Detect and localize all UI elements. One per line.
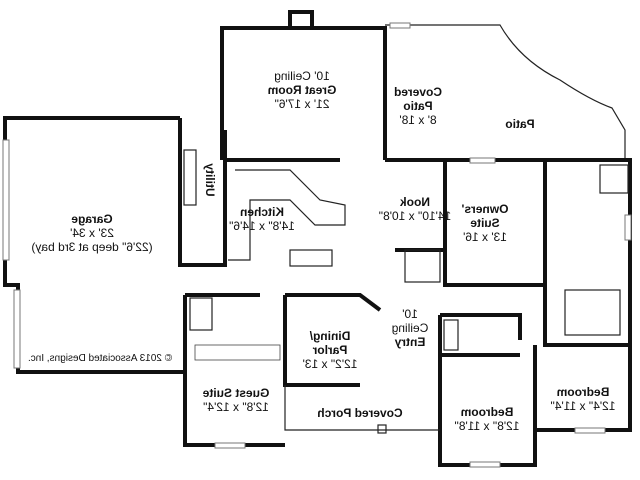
entry-ceiling: 10': [402, 307, 418, 321]
dining-label: Dining/: [309, 329, 350, 343]
window: [469, 461, 501, 468]
owners-suite-walls: [443, 160, 545, 287]
hall-bath-walls: [438, 313, 522, 357]
garage-door: [2, 139, 10, 261]
owners-suite-label-2: Suite: [470, 216, 500, 230]
great-room-size: 21' x 17'6": [275, 97, 330, 111]
bedroom-2-size: 12'8" x 11'8": [455, 419, 520, 433]
bathtub: [443, 319, 459, 351]
covered-patio-label-2: Patio: [403, 99, 432, 113]
window: [574, 427, 606, 434]
garage-walls: [3, 116, 185, 374]
garage-size: 23' x 34': [70, 226, 114, 240]
patio-outline: [385, 24, 626, 160]
kitchen-size: 14'8" x 14'6": [229, 219, 295, 233]
garage-door: [13, 289, 21, 369]
dining-label-2: Parlor: [312, 343, 347, 357]
kitchen-counter: [228, 169, 346, 261]
fireplace: [288, 10, 314, 30]
utility-walls: [178, 118, 227, 267]
window: [214, 442, 246, 449]
great-room-ceiling: 10' Ceiling: [274, 69, 330, 83]
entry-label: Entry: [394, 335, 425, 349]
window: [469, 157, 496, 164]
kitchen-island: [289, 249, 333, 267]
nook-label: Nook: [400, 195, 430, 209]
garage-note: (22'6" deep at 3rd bay): [31, 240, 152, 254]
entry-ceiling-2: Ceiling: [392, 321, 429, 335]
master-bath-walls: [543, 160, 630, 347]
nook-size: 14'10" x 10'8": [379, 209, 452, 223]
patio-label: Patio: [505, 117, 534, 131]
garage-label: Garage: [71, 212, 113, 226]
guest-suite-label: Guest Suite: [202, 386, 269, 400]
covered-porch-outline: [284, 385, 440, 431]
covered-patio-label: Covered: [394, 85, 442, 99]
covered-patio-size: 8' x 18': [399, 113, 436, 127]
great-room-label: Great Room: [268, 83, 337, 97]
guest-closet: [194, 344, 281, 361]
guest-suite-walls: [183, 295, 285, 447]
shower: [599, 164, 629, 194]
window: [624, 214, 632, 241]
owners-suite-label: Owners': [461, 202, 508, 216]
porch-post: [377, 424, 387, 434]
bedroom-3-label: Bedroom: [557, 385, 610, 399]
great-room-walls: [220, 26, 387, 160]
guest-suite-size: 12'8" x 12'4": [203, 400, 269, 414]
dining-size: 12'2" x 13': [303, 357, 358, 371]
closet: [564, 289, 621, 336]
bedroom-2-label: Bedroom: [461, 405, 514, 419]
bedroom-3-size: 12'4" x 11'4": [551, 399, 616, 413]
utility-label: Utility: [203, 163, 217, 197]
window: [389, 22, 411, 29]
powder-bath: [404, 249, 441, 283]
covered-porch-label: Covered Porch: [317, 406, 402, 420]
kitchen-label: Kitchen: [240, 205, 284, 219]
copyright: © 2013 Associated Designs, Inc.: [28, 353, 172, 364]
washer-dryer: [183, 149, 197, 206]
guest-shower: [189, 297, 213, 331]
owners-suite-size: 13' x 16': [463, 230, 507, 244]
